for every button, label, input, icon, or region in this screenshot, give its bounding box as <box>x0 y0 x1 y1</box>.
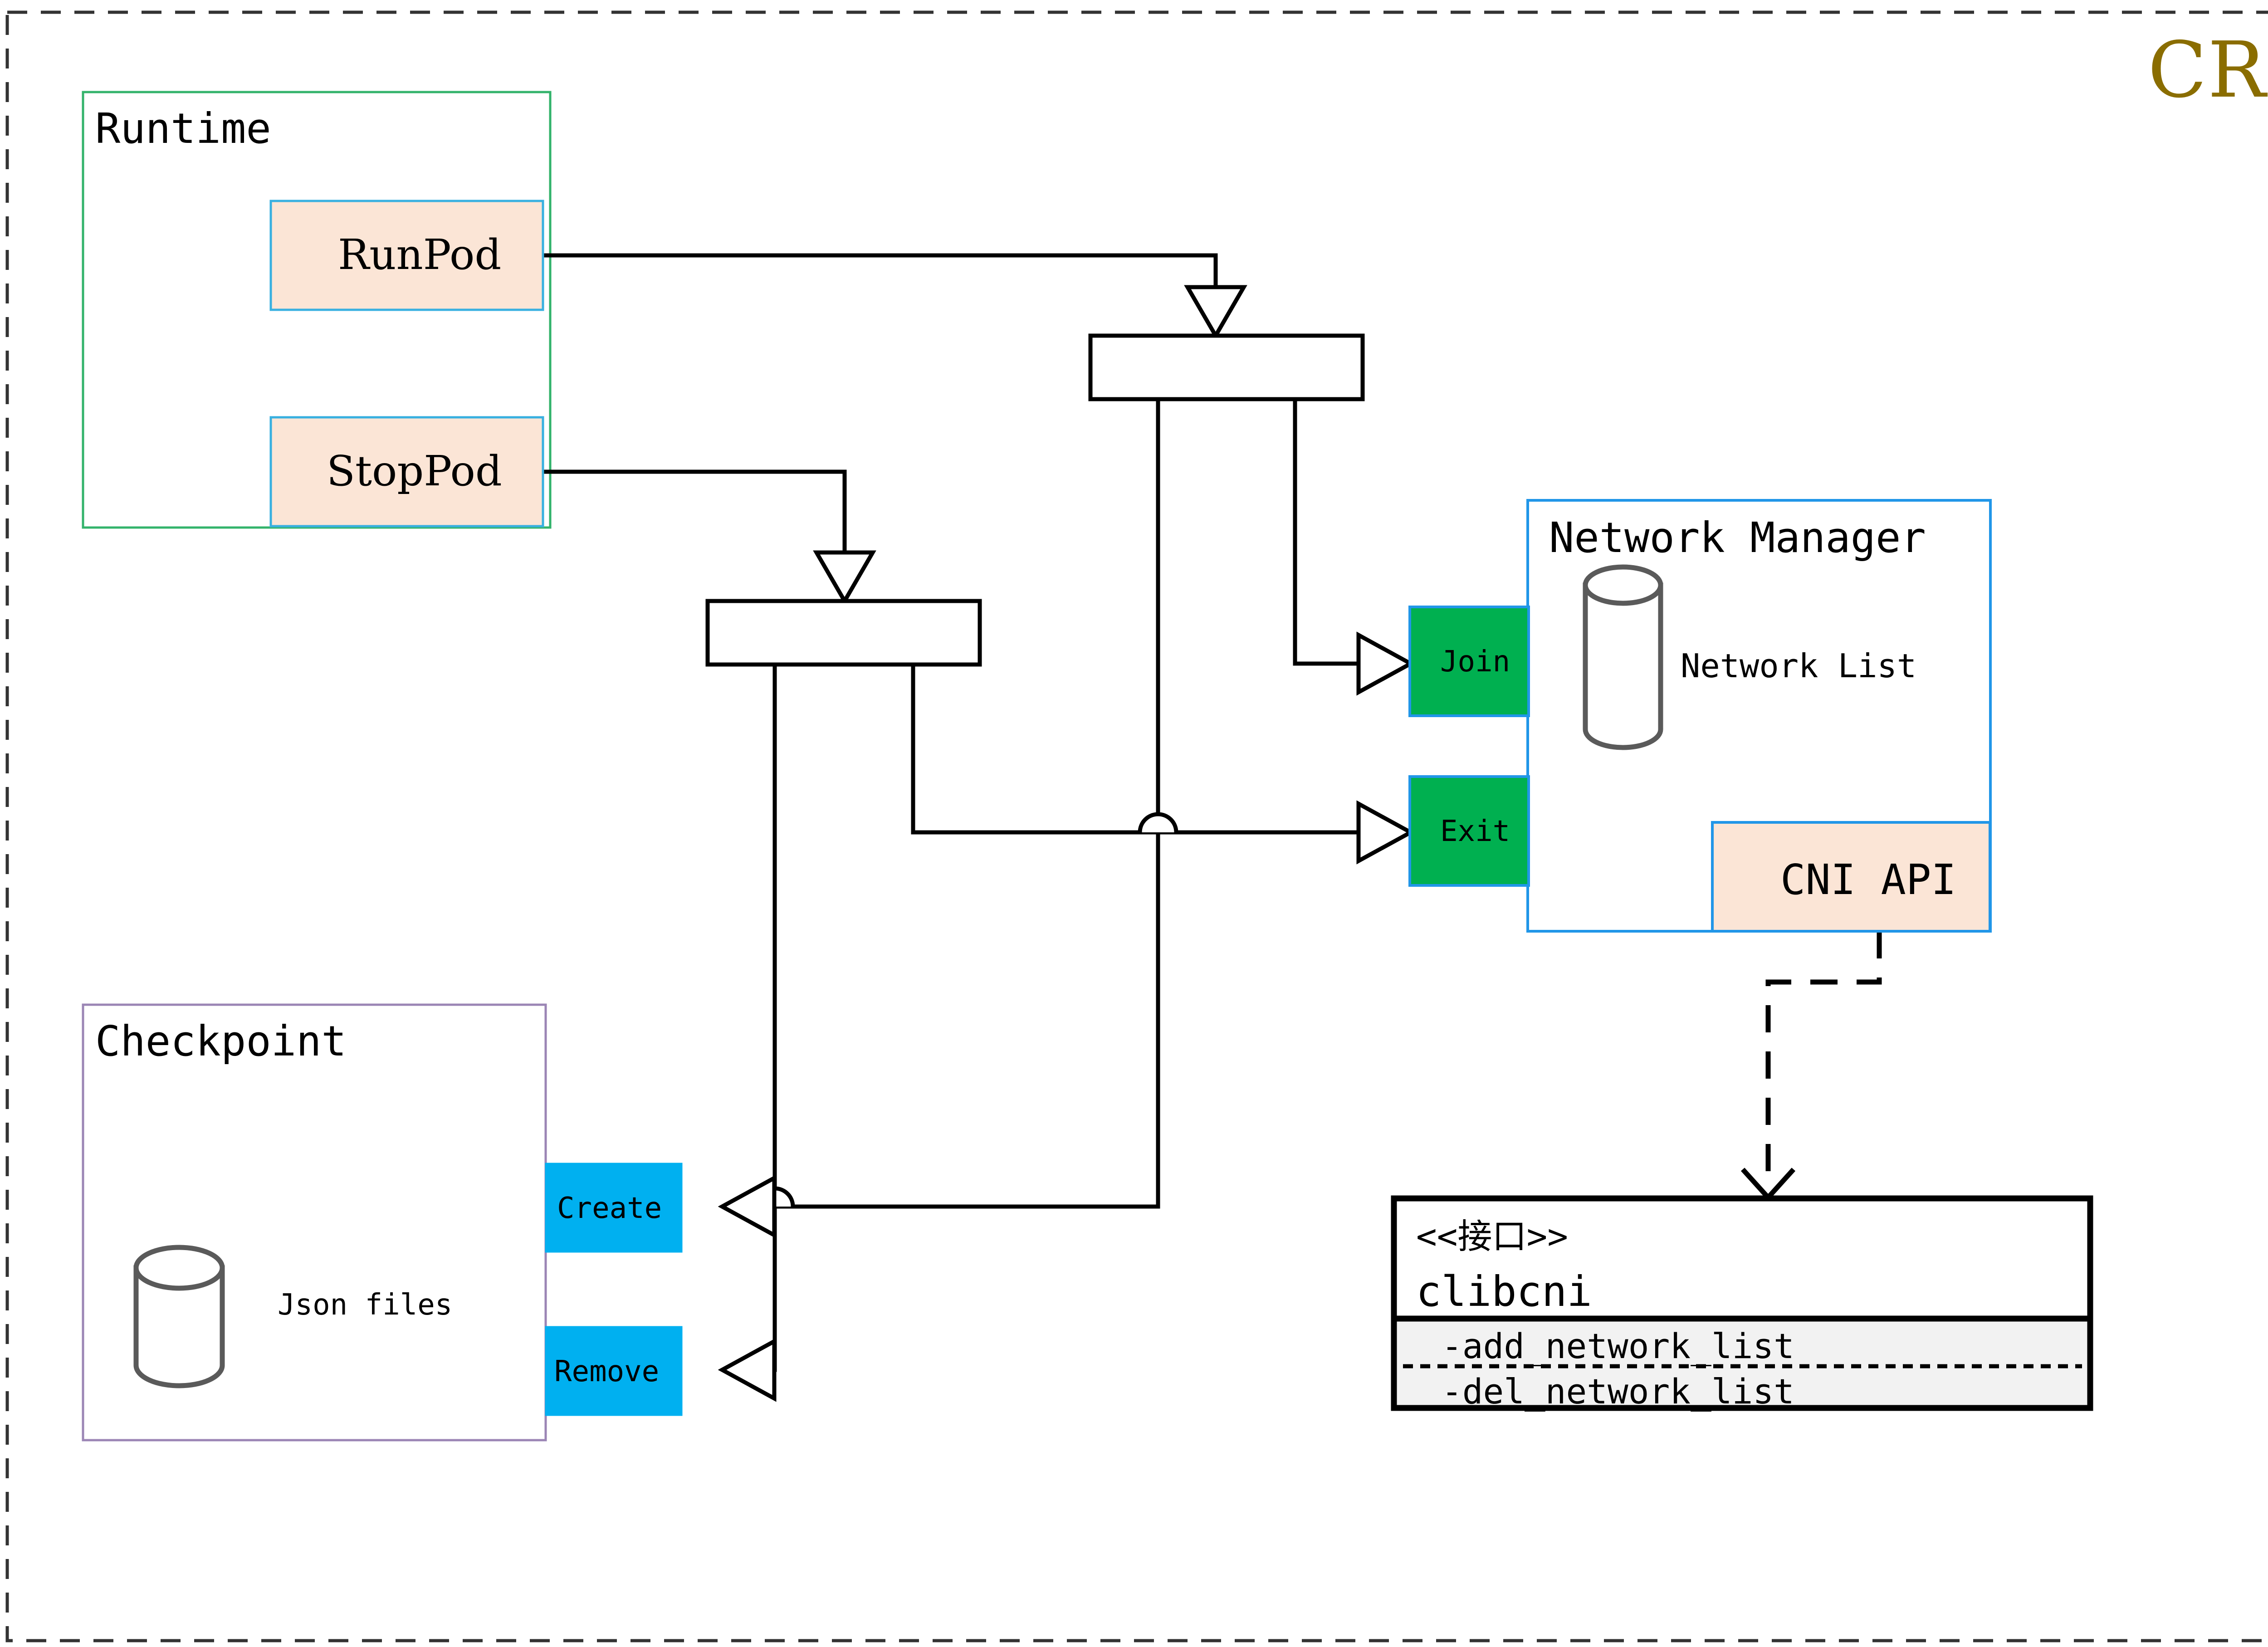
network-list-cylinder-icon <box>1583 564 1663 750</box>
port-create[interactable] <box>545 1163 683 1253</box>
json-files-label: Json files <box>278 1288 453 1322</box>
interface-method-del: -del_network_list <box>1442 1371 1794 1412</box>
line-hop-exit-crossing <box>1138 812 1178 833</box>
interface-name-label: clibcni <box>1416 1267 1592 1316</box>
edge-fork-b-right-to-exit <box>911 662 1364 835</box>
edge-stoppod-to-fork-b <box>540 469 847 567</box>
arrowhead-into-join <box>1356 631 1415 696</box>
interface-box-header <box>1391 1195 2093 1322</box>
interface-method-add: -add_network_list <box>1442 1326 1794 1366</box>
interface-stereotype-label: <<接口>> <box>1416 1216 1569 1256</box>
port-stoppod[interactable] <box>269 416 544 528</box>
port-remove-label: Remove <box>554 1355 660 1388</box>
checkpoint-group-label: Checkpoint <box>95 1017 347 1065</box>
edge-runpod-to-fork-a <box>540 253 1218 302</box>
arrowhead-into-exit <box>1356 800 1415 865</box>
interface-box-methods <box>1391 1315 2093 1411</box>
network-manager-group-label: Network Manager <box>1549 513 1926 562</box>
fork-bar-stoppod <box>705 599 982 667</box>
port-cni-api-label: CNI API <box>1780 855 1956 904</box>
json-files-cylinder-icon <box>133 1245 225 1388</box>
port-runpod-label: RunPod <box>338 230 502 279</box>
arrowhead-into-fork-a <box>1184 285 1247 340</box>
edge-fork-a-left-to-create <box>771 397 1160 1209</box>
port-stoppod-label: StopPod <box>327 447 502 495</box>
port-remove[interactable] <box>545 1326 683 1416</box>
arrowhead-into-fork-b <box>813 550 876 605</box>
port-cni-api[interactable] <box>1711 821 1991 933</box>
arrowhead-into-create <box>718 1174 777 1239</box>
edge-cni-api-to-clibcni <box>1765 931 1882 1177</box>
arrowhead-realization-clibcni <box>1740 1168 1796 1202</box>
fork-bar-runpod <box>1088 333 1365 401</box>
port-create-label: Create <box>557 1192 662 1225</box>
port-join[interactable] <box>1408 606 1530 717</box>
port-runpod[interactable] <box>269 200 544 311</box>
network-list-label: Network List <box>1681 647 1917 685</box>
edge-fork-a-right-to-join <box>1293 397 1364 666</box>
dashed-canvas-border <box>5 10 2268 1642</box>
runtime-group-label: Runtime <box>95 104 271 153</box>
edge-fork-b-left-to-remove <box>771 662 777 1372</box>
page-title: CRI <box>2148 25 2268 115</box>
arrowhead-into-remove <box>718 1338 777 1402</box>
port-join-label: Join <box>1440 645 1510 679</box>
port-exit[interactable] <box>1408 775 1530 887</box>
port-exit-label: Exit <box>1440 815 1510 848</box>
